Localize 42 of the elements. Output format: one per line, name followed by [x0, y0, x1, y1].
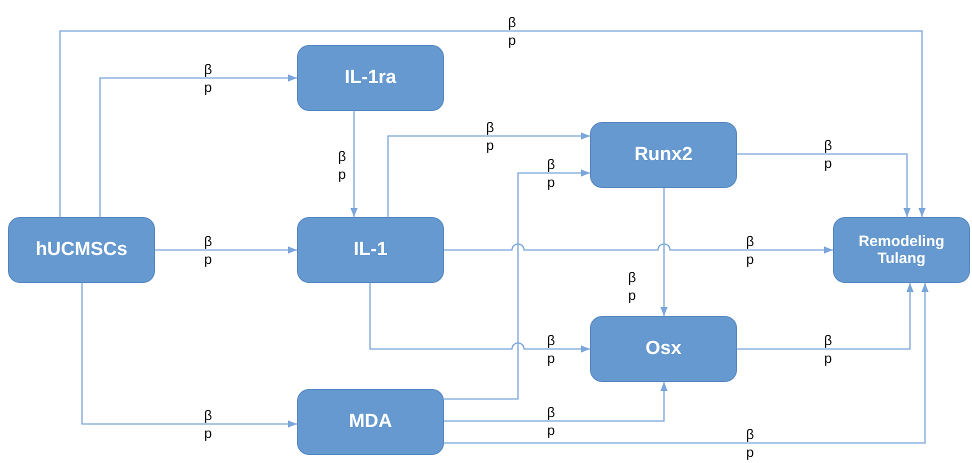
node-label: Remodeling Tulang	[858, 232, 946, 268]
edge-label: β p	[744, 425, 756, 461]
node-label: hUCMSCs	[36, 239, 128, 261]
edge-label: β p	[202, 406, 214, 442]
arrow	[81, 283, 297, 428]
edge-label: β p	[822, 136, 834, 172]
edge-label: β p	[506, 13, 518, 49]
node-label: IL-1ra	[344, 67, 396, 89]
node-label: IL-1	[354, 239, 388, 261]
edge-label: β p	[202, 232, 214, 268]
node-label: Osx	[646, 338, 682, 360]
node-label: MDA	[348, 411, 392, 433]
process-box	[297, 217, 444, 283]
process-box	[590, 122, 737, 188]
process-box	[8, 217, 155, 283]
arrow	[444, 243, 833, 254]
edge-label: β p	[626, 268, 638, 304]
edge-label: β p	[744, 232, 756, 268]
process-box	[297, 45, 444, 111]
arrow	[444, 169, 590, 400]
edge-label: β p	[822, 331, 834, 367]
arrow	[59, 30, 926, 217]
node-label: Runx2	[634, 144, 693, 166]
edge-label: β p	[546, 403, 556, 439]
arrow	[737, 153, 911, 217]
process-box	[833, 217, 970, 283]
edge-label: β p	[336, 147, 348, 183]
arrow	[444, 283, 929, 444]
arrow	[387, 132, 590, 217]
arrow	[444, 382, 668, 422]
edge-label: β p	[546, 155, 556, 191]
edge-label: β p	[202, 60, 214, 96]
arrow	[155, 246, 297, 254]
arrow	[350, 111, 358, 217]
process-box	[297, 389, 444, 455]
edge-label: β p	[546, 331, 556, 367]
edge-label: β p	[484, 118, 496, 154]
process-box	[590, 316, 737, 382]
arrow	[369, 283, 590, 353]
arrow	[660, 188, 668, 316]
arrow	[99, 74, 297, 217]
arrow	[737, 283, 914, 350]
